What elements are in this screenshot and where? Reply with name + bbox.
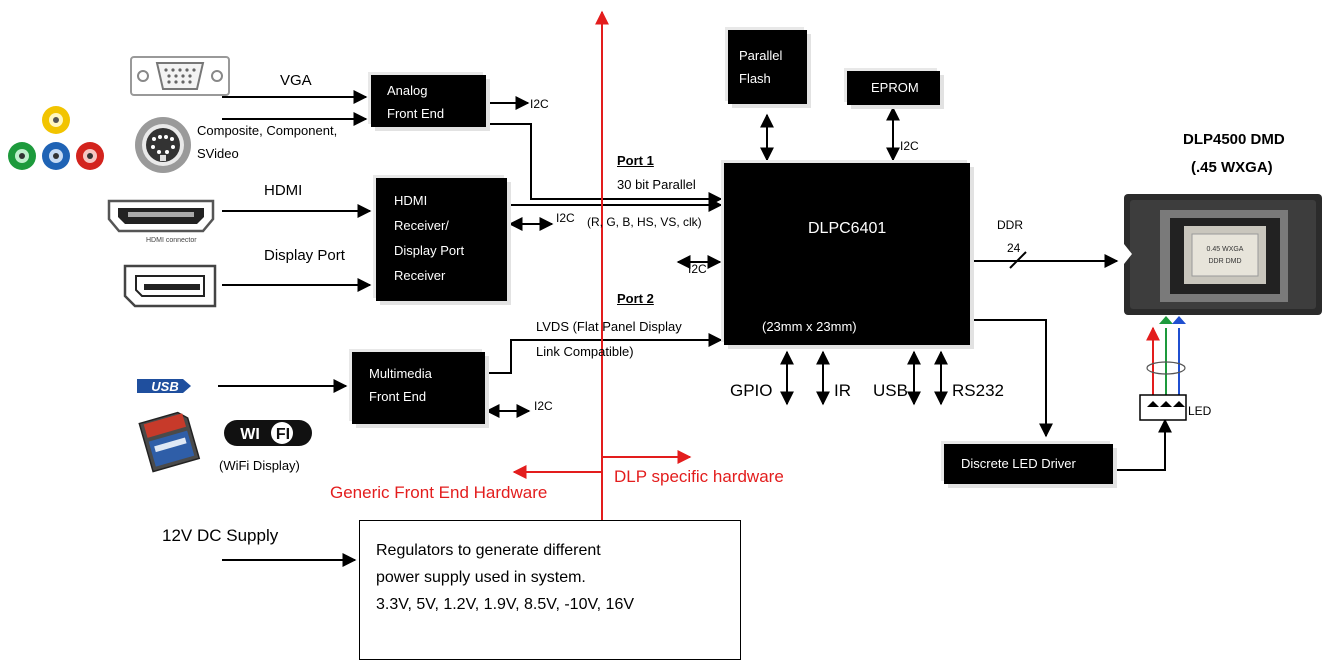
displayport-label: Display Port bbox=[264, 247, 345, 264]
multimedia-to-port2-wire bbox=[485, 333, 723, 374]
dlp-region-label: DLP specific hardware bbox=[614, 467, 784, 486]
lens-ring bbox=[1146, 361, 1186, 375]
regulators-line-2: power supply used in system. bbox=[376, 569, 586, 586]
rca-jacks-icon bbox=[8, 106, 104, 170]
eprom-i2c-label: I2C bbox=[900, 139, 919, 153]
svg-text:USB: USB bbox=[151, 379, 178, 394]
generic-region-label: Generic Front End Hardware bbox=[330, 483, 548, 502]
hdmi-label: HDMI bbox=[264, 182, 303, 199]
eprom-block: EPROM bbox=[847, 71, 940, 105]
wifi-display-label: (WiFi Display) bbox=[219, 458, 300, 473]
svg-text:0.45 WXGA: 0.45 WXGA bbox=[1207, 246, 1244, 253]
led-driver-to-led-wire bbox=[1113, 418, 1172, 471]
parallel-flash-block: Parallel Flash bbox=[728, 30, 807, 104]
analog-line-1: Analog bbox=[387, 83, 428, 98]
svideo-connector-icon bbox=[135, 117, 191, 173]
hdmirx-i2c-label: I2C bbox=[556, 211, 575, 225]
analog-front-end-block: Analog Front End bbox=[371, 75, 486, 127]
flash-line-2: Flash bbox=[739, 71, 771, 86]
multimedia-front-end-block: Multimedia Front End bbox=[352, 352, 485, 424]
hdmi-receiver-block: HDMI Receiver/ Display Port Receiver bbox=[376, 178, 507, 301]
analog-to-port1-wire bbox=[486, 123, 723, 206]
vga-label: VGA bbox=[280, 72, 312, 89]
controller-size-label: (23mm x 23mm) bbox=[762, 319, 857, 334]
supply-label: 12V DC Supply bbox=[162, 526, 279, 545]
hdmi-rx-line-2: Receiver/ bbox=[394, 218, 449, 233]
port2-label: Port 2 bbox=[617, 291, 654, 306]
rs232-label: RS232 bbox=[952, 381, 1004, 400]
dlpc6401-controller-block: DLPC6401 (23mm x 23mm) bbox=[724, 163, 970, 345]
led-green-tip bbox=[1159, 316, 1173, 324]
led-label: LED bbox=[1188, 404, 1212, 418]
regulators-line-1: Regulators to generate different bbox=[376, 542, 601, 559]
gpio-label: GPIO bbox=[730, 381, 773, 400]
led-driver-block: Discrete LED Driver bbox=[944, 444, 1113, 484]
ddr-label: DDR bbox=[997, 218, 1023, 232]
composite-label: Composite, Component, bbox=[197, 123, 338, 138]
multimedia-i2c-label: I2C bbox=[534, 399, 553, 413]
led-driver-label: Discrete LED Driver bbox=[961, 456, 1076, 471]
eprom-label: EPROM bbox=[871, 80, 919, 95]
svideo-label: SVideo bbox=[197, 146, 239, 161]
analog-line-2: Front End bbox=[387, 106, 445, 121]
ir-label: IR bbox=[834, 381, 851, 400]
controller-i2c-label: I2C bbox=[688, 262, 707, 276]
flash-line-1: Parallel bbox=[739, 48, 783, 63]
ddr-width-label: 24 bbox=[1007, 241, 1021, 255]
led-box bbox=[1139, 394, 1187, 421]
multimedia-line-2: Front End bbox=[369, 389, 427, 404]
port1-label: Port 1 bbox=[617, 153, 654, 168]
svg-text:FI: FI bbox=[276, 426, 290, 443]
svg-text:DDR DMD: DDR DMD bbox=[1208, 258, 1241, 265]
displayport-connector-icon bbox=[123, 264, 217, 308]
svg-text:WI: WI bbox=[240, 426, 260, 443]
usb-logo-icon: USB bbox=[137, 379, 191, 394]
multimedia-line-1: Multimedia bbox=[369, 366, 432, 381]
sd-card-icon bbox=[138, 411, 201, 473]
hdmi-connector-caption: HDMI connector bbox=[146, 237, 197, 244]
port2-desc-2: Link Compatible) bbox=[536, 344, 634, 359]
analog-i2c-label: I2C bbox=[530, 97, 549, 111]
dmd-title: DLP4500 DMD bbox=[1183, 131, 1285, 148]
regulators-line-3: 3.3V, 5V, 1.2V, 1.9V, 8.5V, -10V, 16V bbox=[376, 596, 635, 613]
port1-signals: (R, G, B, HS, VS, clk) bbox=[587, 215, 702, 229]
hdmi-rx-line-4: Receiver bbox=[394, 268, 446, 283]
usb-label: USB bbox=[873, 381, 908, 400]
hdmi-rx-line-1: HDMI bbox=[394, 193, 428, 208]
wifi-logo-icon: WI FI bbox=[224, 420, 312, 446]
port2-desc-1: LVDS (Flat Panel Display bbox=[536, 319, 682, 334]
regulators-box: Regulators to generate different power s… bbox=[359, 520, 741, 660]
controller-label: DLPC6401 bbox=[808, 220, 887, 237]
led-blue-tip bbox=[1172, 316, 1186, 324]
ddr-slash bbox=[1009, 251, 1027, 269]
vga-connector-icon bbox=[130, 56, 230, 96]
hdmi-connector-icon bbox=[107, 199, 215, 233]
dmd-subtitle: (.45 WXGA) bbox=[1191, 159, 1273, 176]
hdmi-rx-line-3: Display Port bbox=[394, 243, 465, 258]
dlp-dmd-chip-icon: 0.45 WXGA DDR DMD bbox=[1124, 194, 1322, 315]
controller-to-led-driver-wire bbox=[970, 319, 1053, 438]
port1-desc: 30 bit Parallel bbox=[617, 177, 696, 192]
